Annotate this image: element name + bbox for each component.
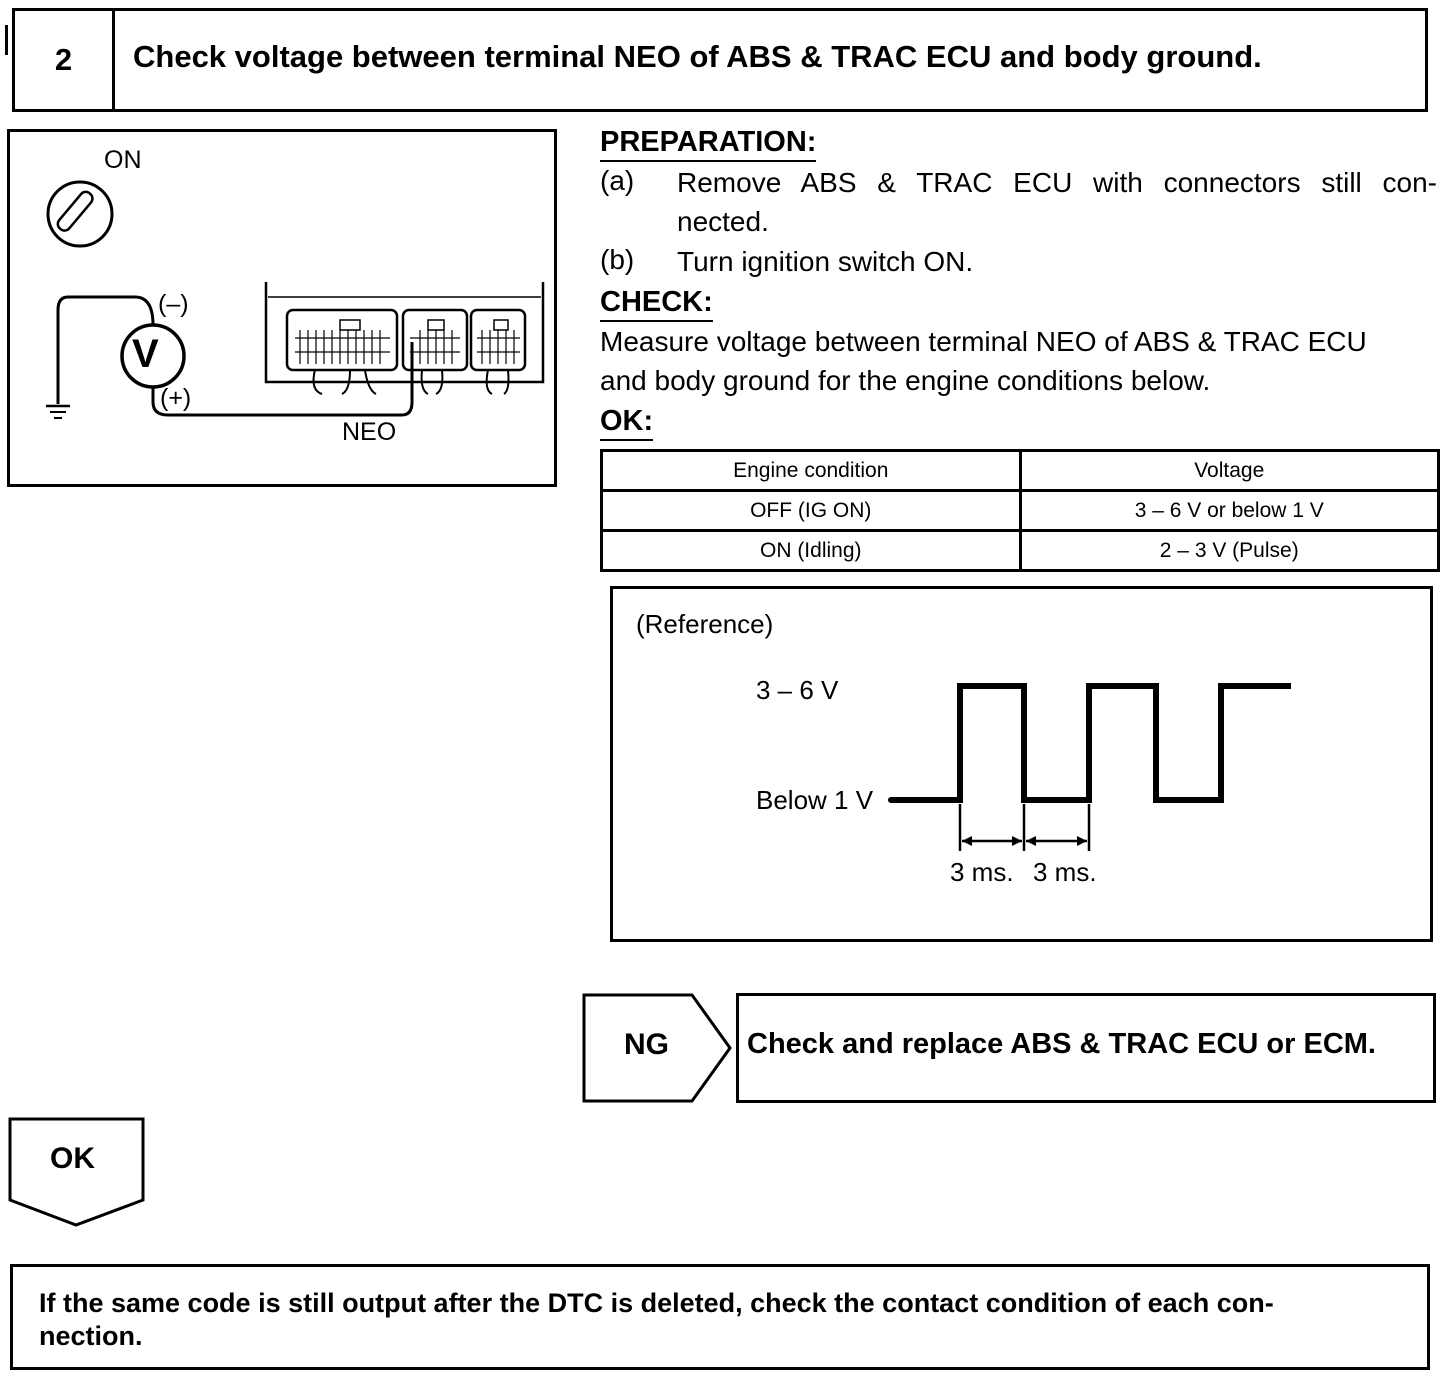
step-b-tag: (b) <box>600 244 635 275</box>
step-b-line-1: Turn ignition switch ON. <box>677 246 974 277</box>
period-label-1: 3 ms. <box>950 857 1014 887</box>
check-line-2: and body ground for the engine condition… <box>600 365 1211 396</box>
step-number: 2 <box>15 11 115 109</box>
ok-arrow-shape <box>8 1117 145 1227</box>
neo-label: NEO <box>342 418 397 446</box>
preparation-heading: PREPARATION: <box>600 126 817 162</box>
minus-label: (–) <box>158 290 189 318</box>
reference-waveform: (Reference) 3 – 6 V Below 1 V 3 ms. 3 ms… <box>610 586 1433 942</box>
period-label-2: 3 ms. <box>1033 857 1097 887</box>
ng-action-text: Check and replace ABS & TRAC ECU or ECM. <box>747 1028 1376 1060</box>
header-tick <box>5 25 8 55</box>
step-a-line-2: nected. <box>677 206 769 237</box>
low-level-label: Below 1 V <box>756 785 874 815</box>
table-header: Voltage <box>1018 449 1440 492</box>
wiring-diagram: ON V (–) (+) NEO <box>7 129 557 487</box>
ng-arrow-shape <box>582 993 732 1103</box>
final-line-2: nection. <box>39 1321 143 1351</box>
step-title: Check voltage between terminal NEO of AB… <box>133 39 1262 74</box>
step-header: 2 Check voltage between terminal NEO of … <box>12 8 1428 112</box>
table-header-row: Engine condition Voltage <box>600 449 1440 492</box>
step-a-line-1: Remove ABS & TRAC ECU with connectors st… <box>677 167 1437 198</box>
final-line-1: If the same code is still output after t… <box>39 1288 1274 1318</box>
table-row: OFF (IG ON) 3 – 6 V or below 1 V <box>600 489 1440 532</box>
final-instruction-box: If the same code is still output after t… <box>10 1264 1430 1370</box>
table-cell: OFF (IG ON) <box>600 489 1022 532</box>
ok-heading: OK: <box>600 405 654 441</box>
ignition-on-label: ON <box>104 146 142 174</box>
ecu-connector-icon <box>264 282 545 395</box>
ground-symbol-icon <box>46 404 70 419</box>
check-line-1: Measure voltage between terminal NEO of … <box>600 326 1367 357</box>
table-row: ON (Idling) 2 – 3 V (Pulse) <box>600 529 1440 572</box>
ng-label: NG <box>624 1028 669 1061</box>
spec-table: Engine condition Voltage OFF (IG ON) 3 –… <box>600 449 1440 572</box>
diagram-drawing <box>46 180 545 419</box>
final-instruction-text: If the same code is still output after t… <box>39 1287 1419 1353</box>
reference-label: (Reference) <box>636 609 774 639</box>
table-cell: 2 – 3 V (Pulse) <box>1018 529 1440 572</box>
table-cell: 3 – 6 V or below 1 V <box>1018 489 1440 532</box>
table-header: Engine condition <box>600 449 1022 492</box>
voltmeter-symbol: V <box>132 332 159 376</box>
check-heading: CHECK: <box>600 286 713 322</box>
table-cell: ON (Idling) <box>600 529 1022 572</box>
pulse-waveform <box>888 683 1291 851</box>
ng-action-box: Check and replace ABS & TRAC ECU or ECM. <box>736 993 1436 1103</box>
step-a-tag: (a) <box>600 165 635 196</box>
high-level-label: 3 – 6 V <box>756 675 839 705</box>
plus-label: (+) <box>160 384 192 412</box>
ok-label: OK <box>50 1142 95 1175</box>
ignition-switch-icon <box>46 180 114 248</box>
